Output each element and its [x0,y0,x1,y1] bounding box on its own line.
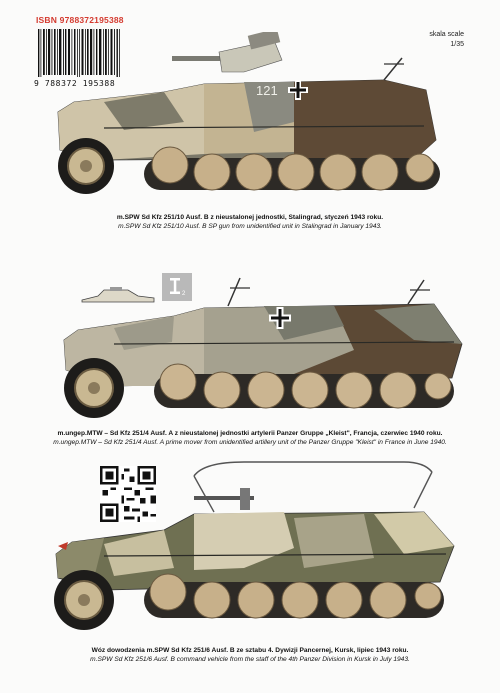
svg-text:2: 2 [182,291,186,297]
caption-2-polish: m.ungep.MTW – Sd Kfz 251/4 Ausf. A z nie… [57,430,443,437]
scale-value: 1/35 [450,41,464,48]
caption-vehicle-1: m.SPW Sd Kfz 251/10 Ausf. B z nieustalon… [0,213,500,231]
halftrack-illustration-3 [54,461,455,630]
scale-label: skala scale [429,31,464,38]
qr-code-image [100,466,156,522]
caption-2-english: m.ungep.MTW – Sd Kfz 251/4 Ausf. A prime… [53,439,447,446]
scale-indicator: skala scale 1/35 [429,30,464,50]
vehicle-number: 121 [256,83,278,98]
caption-vehicle-3: Wóz dowodzenia m.SPW Sd Kfz 251/6 Ausf. … [0,646,500,664]
caption-vehicle-2: m.ungep.MTW – Sd Kfz 251/4 Ausf. A z nie… [0,429,500,447]
caption-3-english: m.SPW Sd Kfz 251/6 Ausf. B command vehic… [90,656,410,663]
barcode-image [38,29,120,77]
caption-1-english: m.SPW Sd Kfz 251/10 Ausf. B SP gun from … [118,223,382,230]
caption-1-polish: m.SPW Sd Kfz 251/10 Ausf. B z nieustalon… [116,214,384,221]
barcode-digits: 9 788372 195388 [34,79,116,88]
caption-3-polish: Wóz dowodzenia m.SPW Sd Kfz 251/6 Ausf. … [91,647,409,654]
turret-detail-image [81,287,155,303]
halftrack-illustration-2 [63,277,463,418]
unit-insignia-badge: 2 [162,273,192,301]
isbn-label: ISBN 9788372195388 [36,15,124,25]
halftrack-illustration-1: 121 [57,32,440,194]
